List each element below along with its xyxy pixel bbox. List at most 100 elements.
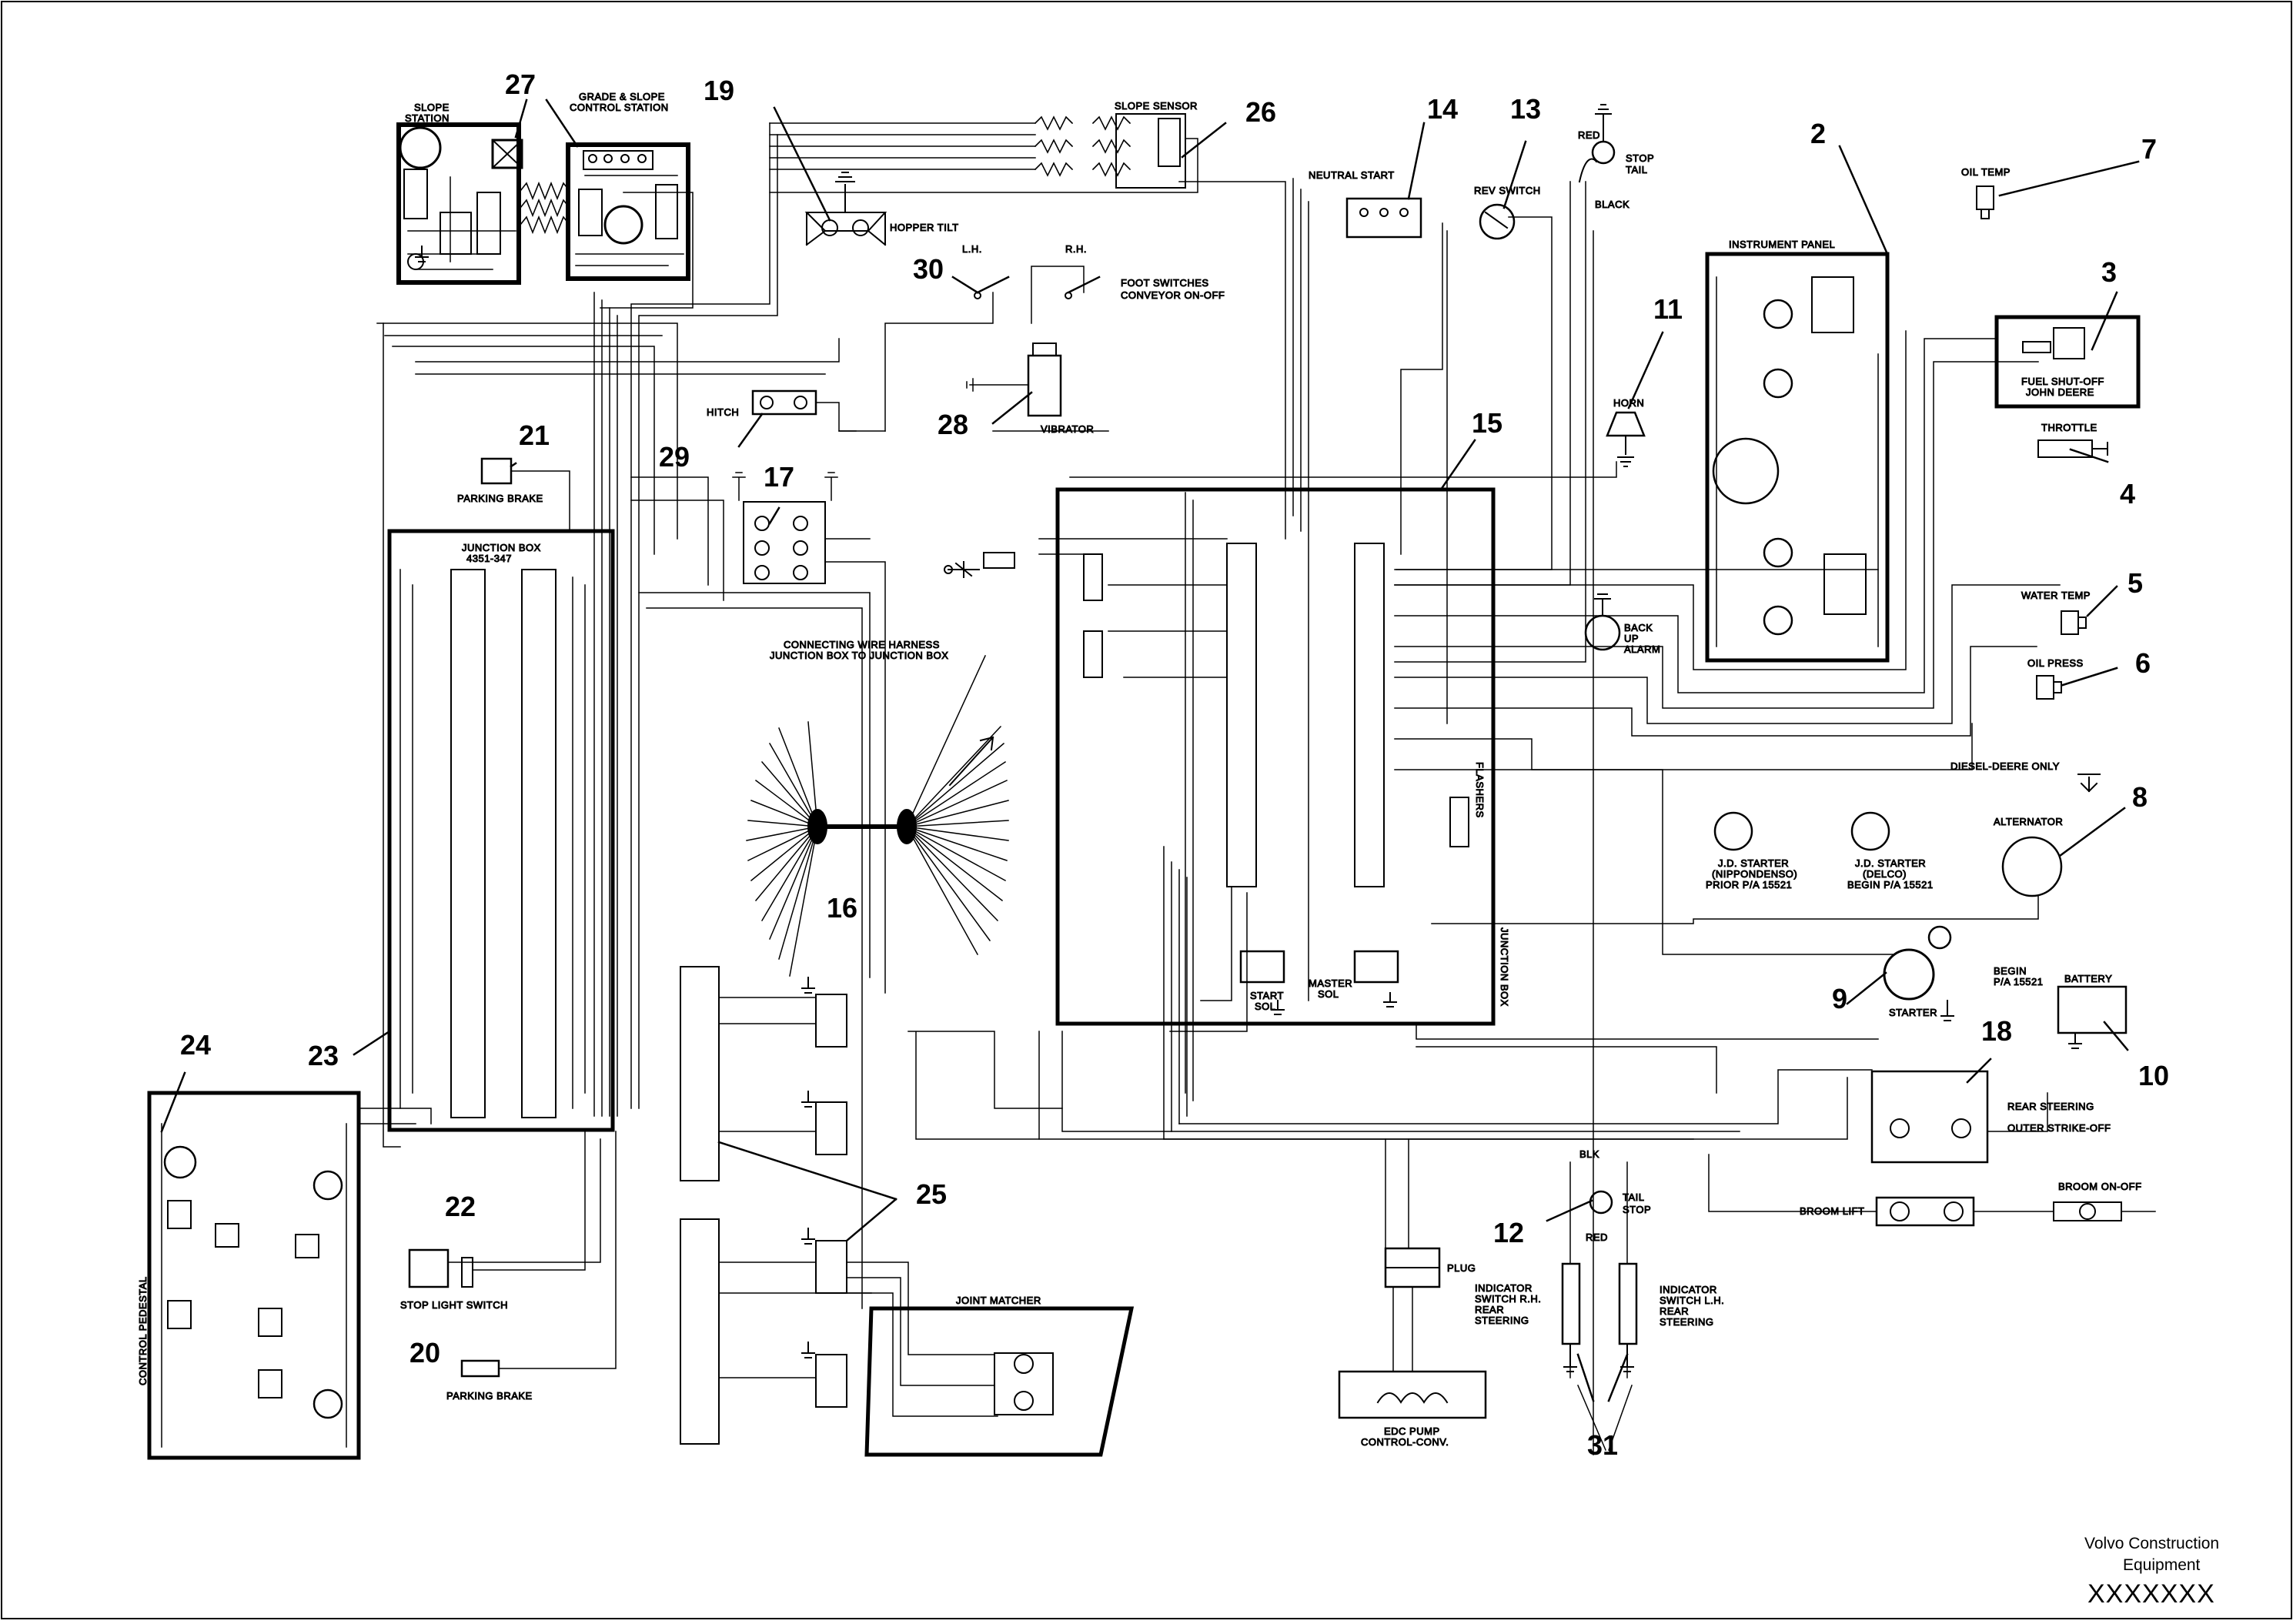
ind-lh-label-1: INDICATOR — [1660, 1284, 1717, 1295]
hopper-tilt-label: HOPPER TILT — [890, 222, 959, 233]
hitch-switch — [751, 389, 857, 432]
slope-sensor — [769, 113, 1198, 193]
callout-leaders — [160, 99, 2140, 1402]
footer-brand-line2: Equipment — [2123, 1556, 2201, 1574]
instrument-panel — [1705, 252, 1890, 663]
tail-stop-label-1: TAIL — [1623, 1191, 1645, 1203]
indicator-switch-rh — [1561, 1262, 1581, 1345]
parking-brake-bottom — [460, 1359, 500, 1378]
begin-pa-label-2: P/A 15521 — [1994, 976, 2044, 987]
horn-label: HORN — [1613, 397, 1644, 409]
throttle-actuator — [2037, 439, 2108, 458]
reverse-switch — [1479, 203, 1516, 240]
ind-lh-label-2: SWITCH L.H. — [1660, 1295, 1724, 1306]
red-bottom-label: RED — [1586, 1231, 1608, 1243]
indicator-switch-lh — [1618, 1262, 1638, 1345]
callout-7: 7 — [2141, 133, 2157, 165]
callout-24: 24 — [180, 1029, 211, 1061]
starter-nd-label-1: J.D. STARTER — [1718, 857, 1789, 869]
footer-code: XXXXXXX — [2087, 1579, 2215, 1609]
harness-label-1: CONNECTING WIRE HARNESS — [784, 639, 940, 650]
black-top-label: BLACK — [1595, 199, 1630, 210]
stop-light-switch — [408, 1248, 450, 1288]
callout-14: 14 — [1427, 93, 1458, 125]
callout-12: 12 — [1493, 1217, 1524, 1248]
callout-19: 19 — [704, 75, 734, 106]
callout-9: 9 — [1832, 983, 1847, 1014]
callout-11: 11 — [1653, 293, 1683, 325]
starter-delco-label-2: (DELCO) — [1863, 868, 1907, 880]
grade-slope-control-station — [566, 142, 690, 281]
callout-13: 13 — [1510, 93, 1541, 125]
callout-28: 28 — [938, 409, 968, 440]
stop-tail-label-1: STOP — [1626, 152, 1654, 164]
callout-8: 8 — [2132, 781, 2148, 813]
edc-pump-label-2: CONTROL-CONV. — [1361, 1436, 1449, 1448]
stop-tail-label-2: TAIL — [1626, 164, 1648, 175]
callout-numbers: 2 3 4 5 6 7 8 9 10 11 12 13 14 15 16 17 … — [180, 69, 2169, 1461]
connecting-harness — [746, 655, 1009, 977]
diode-block — [732, 472, 838, 584]
junction-box-side-label: JUNCTION BOX — [1499, 927, 1510, 1007]
slope-station — [396, 122, 523, 285]
connector-b — [815, 1101, 847, 1155]
connector-a — [815, 994, 847, 1048]
fuel-shutoff-label-1: FUEL SHUT-OFF — [2021, 376, 2104, 387]
callout-6: 6 — [2135, 647, 2151, 679]
callout-20: 20 — [409, 1337, 440, 1368]
broom-on-off-switch — [2053, 1201, 2122, 1221]
callout-10: 10 — [2138, 1060, 2169, 1091]
callout-3: 3 — [2101, 256, 2117, 288]
callout-15: 15 — [1472, 407, 1502, 439]
parking-brake-bottom-label: PARKING BRAKE — [446, 1390, 533, 1402]
blk-label: BLK — [1579, 1148, 1599, 1160]
ind-rh-label-4: STEERING — [1475, 1315, 1529, 1326]
callout-23: 23 — [308, 1040, 339, 1071]
callout-29: 29 — [659, 441, 690, 473]
back-up-alarm-label-2: UP — [1624, 633, 1639, 644]
neutral-start-label: NEUTRAL START — [1309, 169, 1395, 181]
junction-box-part: 4351-347 — [466, 553, 512, 564]
coil-cable-stations — [519, 181, 571, 235]
stop-tail-light-top — [1578, 104, 1616, 183]
slope-station-label-1: SLOPE — [414, 102, 450, 113]
red-top-label: RED — [1578, 129, 1600, 141]
connector-d — [815, 1354, 847, 1408]
footer: Volvo Construction Equipment XXXXXXX — [2084, 1535, 2219, 1609]
foot-switches-label-1: FOOT SWITCHES — [1121, 277, 1209, 289]
throttle-label: THROTTLE — [2041, 422, 2097, 433]
ind-lh-label-4: STEERING — [1660, 1316, 1713, 1328]
hitch-label: HITCH — [707, 406, 739, 418]
callout-22: 22 — [445, 1191, 476, 1222]
edc-pump-label-1: EDC PUMP — [1384, 1425, 1440, 1437]
callout-5: 5 — [2128, 567, 2143, 599]
neutral-start-switch — [1345, 197, 1422, 239]
joint-matcher-label: JOINT MATCHER — [956, 1295, 1041, 1306]
ramp-switches — [944, 552, 1103, 678]
ind-lh-label-3: REAR — [1660, 1305, 1689, 1317]
fuel-shutoff-label-2: JOHN DEERE — [2026, 386, 2094, 398]
joint-matcher — [864, 1306, 1135, 1457]
ind-rh-label-2: SWITCH R.H. — [1475, 1293, 1541, 1305]
plug-label: PLUG — [1447, 1262, 1476, 1274]
start-sol-label-1: START — [1250, 990, 1284, 1001]
horn — [1606, 411, 1646, 467]
grade-slope-label-2: CONTROL STATION — [570, 102, 669, 113]
callout-17: 17 — [764, 461, 794, 493]
rear-steering-valve — [1870, 1070, 1989, 1164]
callout-27: 27 — [505, 69, 536, 100]
vibrator-label: VIBRATOR — [1041, 423, 1094, 435]
alternator-label: ALTERNATOR — [1994, 816, 2063, 827]
terminal-strip-lower — [680, 1218, 720, 1445]
harness-label-2: JUNCTION BOX TO JUNCTION BOX — [770, 650, 948, 661]
stop-light-switch-label: STOP LIGHT SWITCH — [400, 1299, 508, 1311]
oil-press-sender — [2036, 675, 2062, 700]
callout-26: 26 — [1245, 96, 1276, 128]
control-pedestal-label: CONTROL PEDESTAL — [137, 1276, 149, 1385]
starter-delco-label-1: J.D. STARTER — [1855, 857, 1926, 869]
starter-nd-label-2: (NIPPONDENSO) — [1712, 868, 1797, 880]
master-sol-label-2: SOL — [1318, 988, 1339, 1000]
